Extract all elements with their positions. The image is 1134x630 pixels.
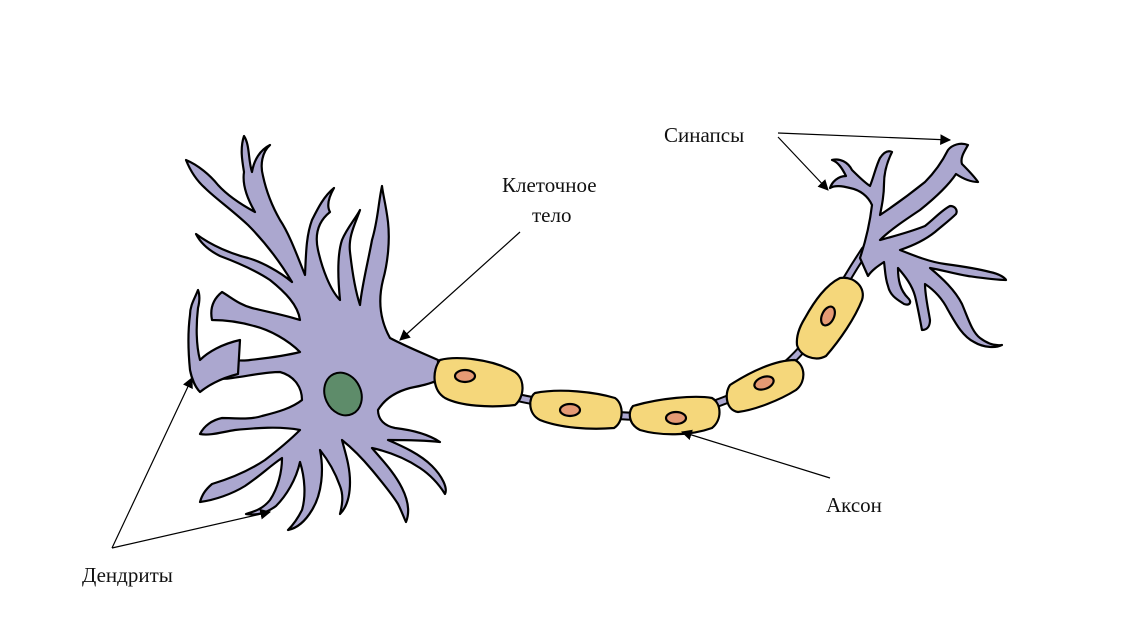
schwann-nucleus [753, 375, 775, 391]
myelin-segment [433, 357, 524, 408]
leader-lines [111, 132, 952, 549]
schwann-nucleus [820, 305, 836, 327]
axon-arrow [680, 429, 831, 479]
schwann-nucleus [558, 402, 582, 418]
myelin-segment [529, 389, 623, 430]
dendrites-arrow-lower [111, 508, 272, 549]
myelin-sheath [433, 276, 864, 436]
myelin-segment [628, 395, 721, 436]
dendrites-arrow-upper [111, 377, 193, 549]
cell-body-label-line1: Клеточное [502, 173, 597, 197]
schwann-nucleus [453, 368, 477, 384]
cell-body-arrow [399, 231, 521, 341]
myelin-segment [725, 358, 805, 414]
cell-body [184, 134, 447, 532]
myelin-segment [795, 276, 864, 360]
dendrites-label: Дендриты [82, 563, 173, 587]
cell-body-label-line2: тело [532, 203, 571, 227]
cell-nucleus [323, 371, 363, 417]
axon-label: Аксон [826, 493, 882, 517]
dendrite-left [187, 288, 242, 394]
synapses-label: Синапсы [664, 123, 744, 147]
axon-terminal [828, 142, 1008, 349]
synapses-arrow-upper [777, 132, 952, 146]
schwann-nucleus [664, 410, 688, 426]
synapses-arrow-lower [777, 136, 829, 191]
